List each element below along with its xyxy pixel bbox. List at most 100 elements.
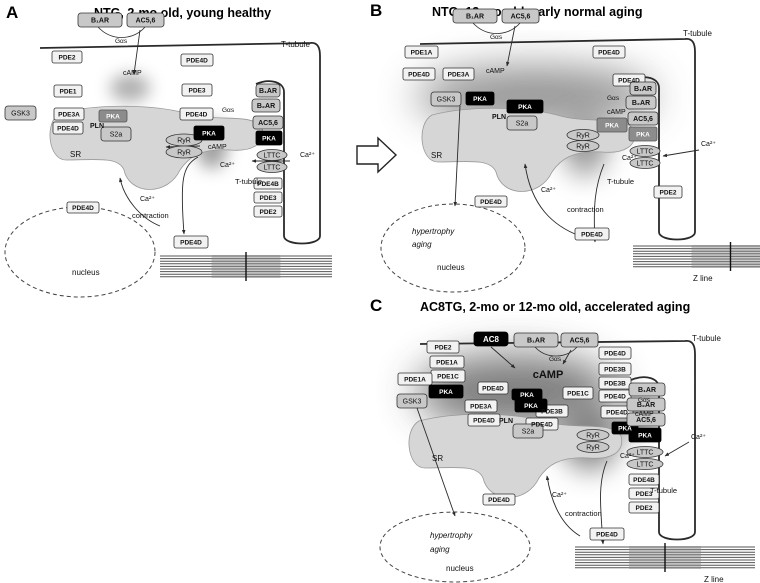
label-b1ar: B₁AR (634, 86, 652, 93)
pka-box-pka-center (506, 99, 544, 114)
label-ac8: AC8 (483, 335, 500, 344)
sarcoplasmic-reticulum (421, 107, 636, 192)
receptor-box-b1ar-top (513, 332, 559, 348)
label-gsk3: GSK3 (403, 399, 422, 406)
label-b1ar-top: B₁AR (466, 14, 484, 21)
label-nucleus: nucleus (437, 263, 465, 272)
label-sr: SR (70, 150, 81, 159)
label-zline: Z line (704, 575, 724, 583)
ca-reuptake-arrow (119, 177, 161, 227)
label-pde4d-c: PDE4D (57, 125, 79, 132)
label-ac56-top: AC5,6 (570, 338, 590, 345)
connector-line (562, 349, 572, 365)
receptor-box-ac56-side (252, 115, 284, 130)
label-camp-side: cAMP (607, 109, 626, 116)
gas-coupling-arc (534, 346, 578, 357)
label-ca-right: Ca²⁺ (691, 434, 706, 441)
gsk3-to-nucleus-arrow (453, 105, 461, 207)
pka-box-pka-sr (98, 109, 128, 123)
receptor-box-s2a (512, 423, 544, 439)
label-contraction: contraction (132, 211, 169, 220)
label-gas-top: Gαs (549, 356, 562, 363)
connector-line (662, 149, 700, 158)
label-zline: Z line (693, 274, 713, 283)
channel-ltcc1 (626, 446, 664, 458)
label-gsk3: GSK3 (437, 97, 456, 104)
pde-box-pde4d-d (66, 201, 100, 214)
label-pde3a: PDE3A (448, 71, 470, 78)
receptor-box-gsk3 (4, 105, 37, 121)
label-pde3a: PDE3A (58, 111, 80, 118)
label-ryr2: RyR (576, 144, 590, 151)
label-camp-side: cAMP (635, 411, 654, 418)
channel-ryr2 (165, 145, 203, 159)
label-pde4d-a: PDE4D (186, 57, 208, 64)
label-pde4d-e: PDE4D (473, 417, 495, 424)
label-pde1a-a: PDE1A (436, 359, 458, 366)
label-ltcc2: LTTC (637, 462, 654, 469)
label-pde2: PDE2 (435, 344, 452, 351)
pka-box-pka-center (193, 125, 225, 141)
label-ltcc1: LTTC (637, 450, 654, 457)
label-pka-side: PKA (636, 131, 650, 138)
label-pde4d-g: PDE4D (488, 497, 510, 504)
pde-box-pde1a-a (429, 355, 465, 369)
pde-box-pde4d-c (52, 121, 84, 135)
label-nucleus: nucleus (72, 268, 100, 277)
label-pde1c-b: PDE1C (567, 390, 589, 397)
label-pde2-b: PDE2 (260, 209, 277, 216)
label-pde3b-a: PDE3B (604, 366, 626, 373)
label-ca-mid: Ca²⁺ (220, 162, 235, 169)
pde-box-pde1 (53, 84, 83, 98)
pka-box-pka-gsk (428, 384, 464, 399)
right-arrow-icon (356, 136, 398, 174)
receptor-box-gsk3 (396, 393, 428, 409)
label-ca-mid: Ca²⁺ (622, 155, 637, 162)
pde-box-pde1a-b (397, 372, 433, 386)
label-pde4d-c: PDE4D (482, 385, 504, 392)
label-camp-big: cAMP (533, 369, 564, 381)
label-ryr1: RyR (177, 138, 191, 145)
pde-box-pde2-b (628, 501, 660, 514)
label-pde4d-e: PDE4D (180, 239, 202, 246)
pde-box-pde4d-a (598, 346, 632, 360)
pde-box-pde3b-a (598, 362, 632, 376)
panel-c-title: AC8TG, 2-mo or 12-mo old, accelerated ag… (420, 300, 691, 314)
receptor-box-b1ar (77, 12, 123, 28)
pde-box-pde3a (53, 107, 85, 121)
label-b1ar: B₁AR (638, 387, 656, 394)
receptor-box-ac56-top (560, 332, 599, 348)
label-pka-center: PKA (518, 104, 532, 111)
label-s2a: S2a (110, 132, 123, 139)
pde-box-pde2 (653, 185, 683, 199)
pde-box-pde4d-e (467, 413, 501, 427)
label-b2ar: B₂AR (257, 103, 275, 110)
label-pka-gsk: PKA (439, 389, 453, 396)
label-ca-mid: Ca²⁺ (552, 492, 567, 499)
gas-coupling-arc (472, 22, 521, 34)
pde-box-pde4d-f (589, 527, 625, 541)
sarcomere-filaments (160, 252, 332, 281)
sarcomere-filaments (633, 242, 760, 271)
label-pde4d-b: PDE4D (186, 111, 208, 118)
ca-reuptake-arrow (523, 163, 581, 237)
ac8-box-ac8 (473, 331, 509, 347)
cell-membrane-t-tubule (419, 38, 696, 241)
connector-line (664, 441, 690, 457)
gas-coupling-arc (97, 26, 146, 38)
label-ac56-side: AC5,6 (258, 120, 278, 127)
pde-box-pde4d-e (474, 195, 508, 208)
label-sr: SR (431, 151, 442, 160)
pde-box-pde2-b (253, 205, 283, 218)
pde-box-pde3a (464, 399, 498, 413)
label-contraction: contraction (565, 509, 602, 518)
label-pde3: PDE3 (636, 491, 653, 498)
label-gas-side: Gαs (607, 95, 620, 102)
pde-box-pde3a (442, 67, 475, 81)
label-pka-center: PKA (202, 130, 216, 137)
label-ryr2: RyR (177, 150, 191, 157)
label-ca-mid: Ca²⁺ (620, 453, 635, 460)
pde-box-pde4d-a (592, 45, 626, 59)
sarcomere-filaments (575, 543, 755, 572)
